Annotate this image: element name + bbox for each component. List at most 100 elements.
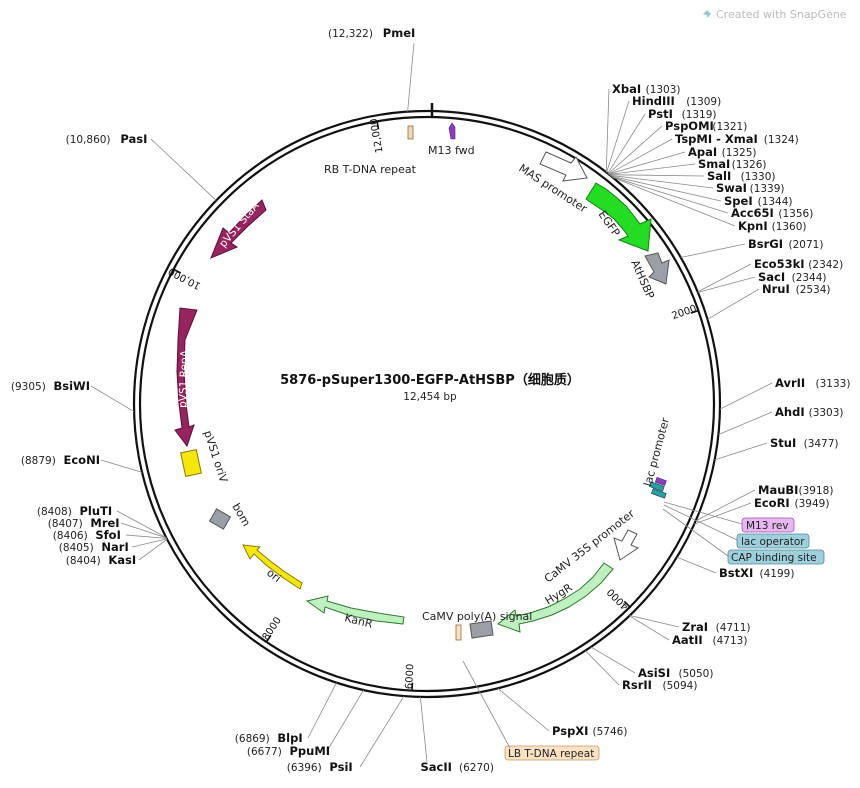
site-name[interactable]: SfoI xyxy=(95,528,120,542)
tick-mark xyxy=(623,600,631,608)
site-name[interactable]: PstI xyxy=(648,107,673,121)
site-name[interactable]: AhdI xyxy=(775,405,805,419)
site-name[interactable]: AsiSI xyxy=(638,666,670,680)
pill-lac-operator-label: lac operator xyxy=(741,536,805,548)
pill-lac-operator[interactable]: lac operator xyxy=(736,533,810,549)
site-name[interactable]: SmaI xyxy=(698,157,730,171)
site-leader xyxy=(138,538,168,561)
site-name[interactable]: KpnI xyxy=(738,219,768,233)
feature-pvs1-staa[interactable]: pVS1 StaA xyxy=(210,199,267,259)
site-position: (3303) xyxy=(809,407,844,419)
pill-m13-rev[interactable]: M13 rev xyxy=(741,517,795,533)
feature-lac-promoter[interactable]: lac promoter xyxy=(641,416,672,499)
site-name[interactable]: RsrII xyxy=(622,678,652,692)
site-leader xyxy=(629,615,670,641)
site-position: (2071) xyxy=(789,239,824,251)
site-name[interactable]: AvrII xyxy=(775,376,805,390)
site-name[interactable]: PluTI xyxy=(80,504,113,518)
site-name[interactable]: PmeI xyxy=(383,26,416,40)
plasmid-title-block: 5876-pSuper1300-EGFP-AtHSBP（细胞质） 12,454 … xyxy=(280,372,580,403)
site-name[interactable]: PpuMI xyxy=(290,744,331,758)
site-leader xyxy=(116,510,167,538)
site-name[interactable]: MauBI xyxy=(758,483,798,497)
site-labels: PmeI(12,322)PasI(10,860)XbaI(1303)HindII… xyxy=(11,26,851,774)
feature-m13-fwd[interactable]: M13 fwd xyxy=(428,122,475,157)
feature-pvs1-repa[interactable]: pVS1 RepA xyxy=(174,307,198,448)
feature-kanr[interactable]: KanR xyxy=(305,595,405,631)
site-position: (6396) xyxy=(287,762,322,774)
site-name[interactable]: Eco53kI xyxy=(754,257,805,271)
site-leader xyxy=(612,176,729,214)
site-name[interactable]: Acc65I xyxy=(731,206,774,220)
feature-athsbp[interactable]: AtHSBP xyxy=(628,252,670,301)
site-leader xyxy=(120,522,167,539)
site-position: (4199) xyxy=(760,568,795,580)
site-name[interactable]: PsiI xyxy=(329,760,352,774)
site-leader xyxy=(125,534,167,539)
tick-label: 8000 xyxy=(261,615,284,642)
site-position: (1330) xyxy=(741,171,776,183)
feature-camv35s-promoter[interactable]: CaMV 35S promoter xyxy=(542,507,640,586)
site-leader xyxy=(307,682,337,739)
site-leader xyxy=(610,174,714,189)
site-name[interactable]: HindIII xyxy=(632,94,675,108)
site-name[interactable]: AatII xyxy=(672,633,703,647)
site-name[interactable]: SalI xyxy=(707,169,731,183)
feature-bom[interactable]: bom xyxy=(208,501,253,530)
site-name[interactable]: NarI xyxy=(101,540,128,554)
primer-pills: M13 rev lac operator CAP binding site LB… xyxy=(504,517,825,761)
pill-lb-tdna-repeat[interactable]: LB T-DNA repeat xyxy=(504,745,600,761)
backbone xyxy=(132,103,722,699)
site-name[interactable]: BsiWI xyxy=(54,379,91,393)
site-name[interactable]: ZraI xyxy=(682,620,708,634)
site-leader xyxy=(606,100,630,173)
site-name[interactable]: SpeI xyxy=(724,194,753,208)
site-name[interactable]: XbaI xyxy=(612,82,641,96)
site-name[interactable]: PspXI xyxy=(552,724,588,738)
site-name[interactable]: SacI xyxy=(758,270,785,284)
site-name[interactable]: BlpI xyxy=(277,731,302,745)
site-leader xyxy=(419,696,428,763)
site-position: (3133) xyxy=(816,378,851,390)
site-name[interactable]: NruI xyxy=(762,282,790,296)
site-name[interactable]: PasI xyxy=(120,132,147,146)
site-leader xyxy=(697,263,752,293)
site-position: (1319) xyxy=(682,109,717,121)
site-position: (5094) xyxy=(663,680,698,692)
tick-mark xyxy=(376,121,380,130)
site-leader xyxy=(605,88,610,173)
site-name[interactable]: TspMI - XmaI xyxy=(675,132,758,146)
site-leader xyxy=(629,615,680,628)
site-leader xyxy=(714,442,768,461)
site-position: (4711) xyxy=(716,622,751,634)
site-name[interactable]: KasI xyxy=(108,553,136,567)
site-name[interactable]: BstXI xyxy=(719,566,753,580)
site-name[interactable]: SwaI xyxy=(716,181,747,195)
site-name[interactable]: SacII xyxy=(421,760,452,774)
feature-rb-tdna-repeat[interactable]: RB T-DNA repeat xyxy=(324,125,417,176)
site-leader xyxy=(719,382,773,410)
site-leader xyxy=(590,646,636,674)
site-leader xyxy=(707,288,760,320)
pill-cap-binding-site-label: CAP binding site xyxy=(731,552,817,564)
tick-mark xyxy=(265,634,272,643)
site-name[interactable]: MreI xyxy=(90,516,119,530)
site-position: (2344) xyxy=(792,272,827,284)
feature-mas-promoter[interactable]: MAS promoter xyxy=(516,151,590,216)
site-position: (10,860) xyxy=(66,134,111,146)
site-name[interactable]: ApaI xyxy=(688,145,717,159)
site-name[interactable]: StuI xyxy=(770,436,796,450)
feature-ori[interactable]: ori xyxy=(242,544,303,590)
site-name[interactable]: EcoRI xyxy=(754,496,790,510)
feature-egfp[interactable]: EGFP xyxy=(585,182,652,252)
site-name[interactable]: EcoNI xyxy=(64,453,100,467)
site-name[interactable]: BsrGI xyxy=(748,237,783,251)
site-position: (9305) xyxy=(11,381,46,393)
feature-lac-promoter-label: lac promoter xyxy=(641,416,672,488)
pill-cap-binding-site[interactable]: CAP binding site xyxy=(727,549,825,565)
site-name[interactable]: PspOMI xyxy=(665,119,714,133)
site-leaders xyxy=(90,42,773,768)
tick-label: 12,000 xyxy=(369,117,386,153)
feature-camv-polya[interactable]: CaMV poly(A) signal xyxy=(422,610,532,641)
